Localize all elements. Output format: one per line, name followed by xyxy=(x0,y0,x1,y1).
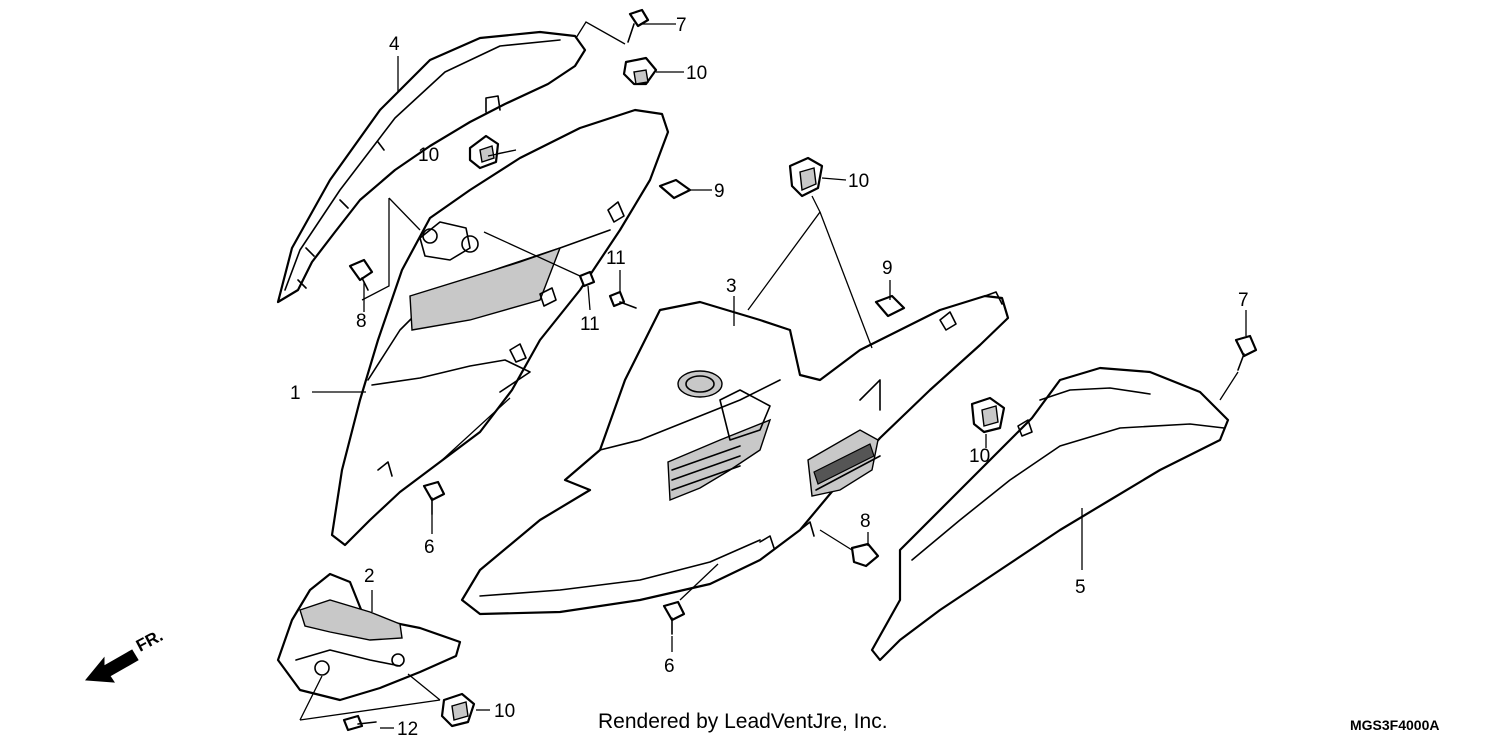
part-5-side-cover xyxy=(870,366,1230,662)
label-part-7-right: 7 xyxy=(1238,290,1249,311)
label-part-11-lower: 11 xyxy=(580,314,600,335)
fastener-12 xyxy=(342,714,377,732)
label-part-10-upper-left: 10 xyxy=(418,145,439,166)
label-part-10-top: 10 xyxy=(686,63,707,84)
fastener-8-left xyxy=(348,258,374,291)
label-part-11-upper: 11 xyxy=(606,248,626,269)
fastener-10-bottom xyxy=(440,692,476,728)
label-part-10-side: 10 xyxy=(969,446,990,467)
leader-lines xyxy=(299,21,1247,729)
label-part-7-top: 7 xyxy=(676,15,687,36)
part-3-main-cover xyxy=(460,291,1010,616)
label-part-9-right: 9 xyxy=(882,258,893,279)
fastener-11-center xyxy=(578,270,596,288)
label-part-6-left: 6 xyxy=(424,537,435,558)
part-number-labels: 4 7 10 10 9 10 3 9 11 11 8 7 1 10 6 8 5 … xyxy=(290,15,1249,740)
fastener-9-right xyxy=(874,294,906,318)
label-part-3: 3 xyxy=(726,276,737,297)
fastener-7-top xyxy=(627,8,650,43)
front-direction-label: FR. xyxy=(133,626,166,656)
label-part-4: 4 xyxy=(389,34,400,55)
fastener-10-upper-left xyxy=(468,134,500,170)
diagram-code: MGS3F4000A xyxy=(1350,717,1440,733)
label-part-5: 5 xyxy=(1075,577,1086,598)
fastener-11-right xyxy=(608,290,637,309)
label-part-12: 12 xyxy=(397,719,418,740)
label-part-6-bottom: 6 xyxy=(664,656,675,677)
fastener-6-left xyxy=(422,480,446,515)
fastener-10-top xyxy=(622,56,658,86)
part-4-upper-cover xyxy=(276,30,587,304)
fastener-9-upper xyxy=(658,178,692,200)
fastener-10-side xyxy=(970,396,1006,434)
fastener-7-right xyxy=(1234,334,1258,371)
fastener-10-right xyxy=(788,156,824,198)
label-part-10-right: 10 xyxy=(848,171,869,192)
fastener-8-center xyxy=(850,542,880,568)
label-part-10-bottom: 10 xyxy=(494,701,515,722)
label-part-9-upper: 9 xyxy=(714,181,725,202)
label-part-8-center: 8 xyxy=(860,511,871,532)
label-part-1: 1 xyxy=(290,383,301,404)
part-2-lower-cover xyxy=(276,572,462,702)
render-credit: Rendered by LeadVentJre, Inc. xyxy=(598,710,888,733)
label-part-2: 2 xyxy=(364,566,375,587)
label-part-8-left: 8 xyxy=(356,311,367,332)
fastener-6-bottom xyxy=(662,600,686,635)
part-1-front-panel xyxy=(330,108,670,547)
front-direction-arrow-icon: FR. xyxy=(85,626,166,683)
